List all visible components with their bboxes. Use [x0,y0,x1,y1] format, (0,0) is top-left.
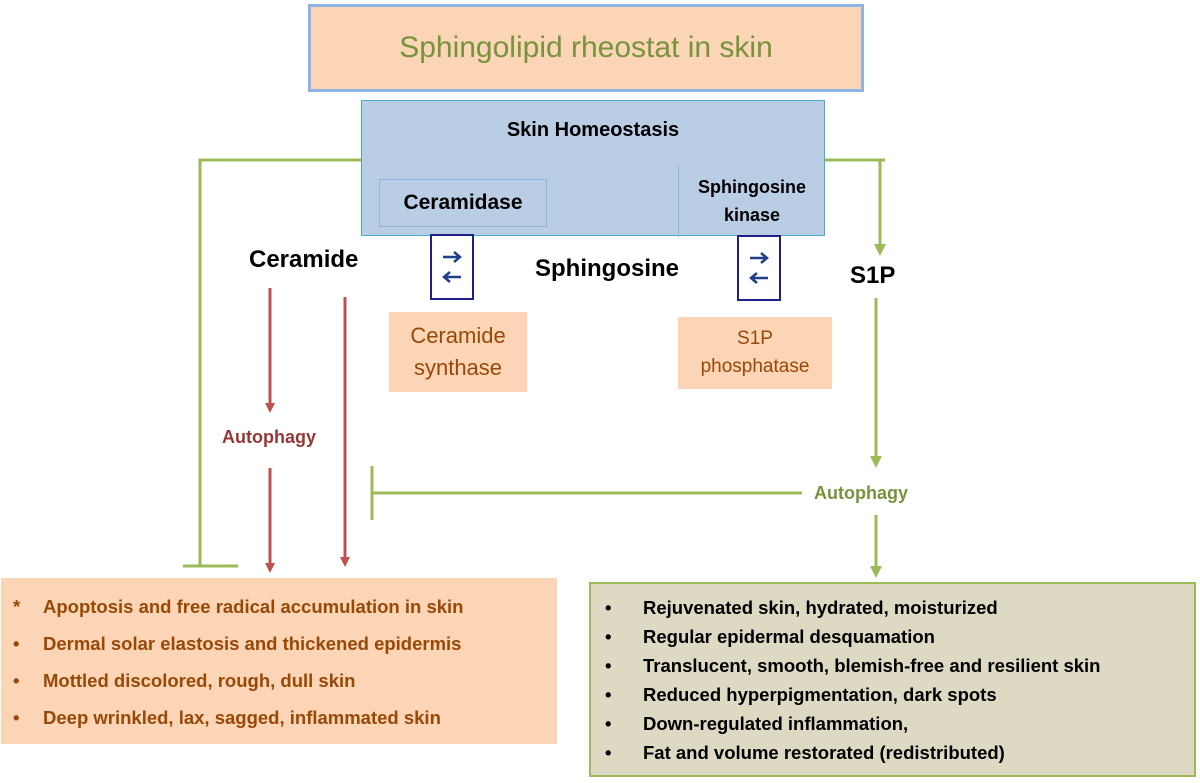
title-box: Sphingolipid rheostat in skin [308,4,864,92]
arrow-left-icon [749,272,768,284]
reversible-reaction-icon-right [737,235,781,301]
arrow-right-icon [443,251,462,263]
list-item: •Reduced hyperpigmentation, dark spots [605,684,997,705]
s1p-phosphatase-box: S1P phosphatase [678,317,832,389]
autophagy-label-right: Autophagy [814,483,908,503]
positive-outcomes-list: •Rejuvenated skin, hydrated, moisturized… [591,584,1194,768]
autophagy-label-left: Autophagy [222,427,316,447]
node-ceramide: Ceramide [249,246,359,273]
sphingosine-kinase-line1: Sphingosine [698,177,806,197]
arrow-right-icon [750,252,769,264]
negative-outcomes-list: *Apoptosis and free radical accumulation… [1,578,557,742]
list-item: •Translucent, smooth, blemish-free and r… [605,655,1101,676]
sphingosine-kinase-box: Sphingosine kinase [678,165,825,237]
ceramide-synthase-line2: synthase [413,355,503,380]
ceramidase-label: Ceramidase [403,191,523,214]
node-sphingosine: Sphingosine [535,255,679,282]
diagram-title: Sphingolipid rheostat in skin [399,31,773,64]
ceramide-synthase-line1: Ceramide [410,323,506,348]
sphingosine-kinase-line2: kinase [723,205,781,225]
arrow-left-icon [442,271,461,283]
node-s1p: S1P [850,262,896,289]
list-item: •Regular epidermal desquamation [605,626,935,647]
list-item: •Fat and volume restorated (redistribute… [605,742,1005,763]
negative-outcomes-box: *Apoptosis and free radical accumulation… [1,578,557,744]
positive-outcomes-box: •Rejuvenated skin, hydrated, moisturized… [589,582,1196,777]
list-item: •Mottled discolored, rough, dull skin [13,670,356,691]
skin-homeostasis-box: Skin Homeostasis Ceramidase Sphingosine … [361,100,825,237]
list-item: •Dermal solar elastosis and thickened ep… [13,633,462,654]
list-item: •Deep wrinkled, lax, sagged, inflammated… [13,707,441,728]
list-item: •Rejuvenated skin, hydrated, moisturized [605,597,998,618]
skin-homeostasis-label: Skin Homeostasis [506,119,680,141]
reversible-reaction-icon-left [430,234,474,300]
s1p-phosphatase-line2: phosphatase [700,356,810,377]
s1p-phosphatase-line1: S1P [737,328,773,349]
ceramide-synthase-box: Ceramide synthase [389,312,527,392]
ceramidase-box: Ceramidase [379,179,547,227]
list-item: •Down-regulated inflammation, [605,713,909,734]
list-item: *Apoptosis and free radical accumulation… [13,596,464,617]
